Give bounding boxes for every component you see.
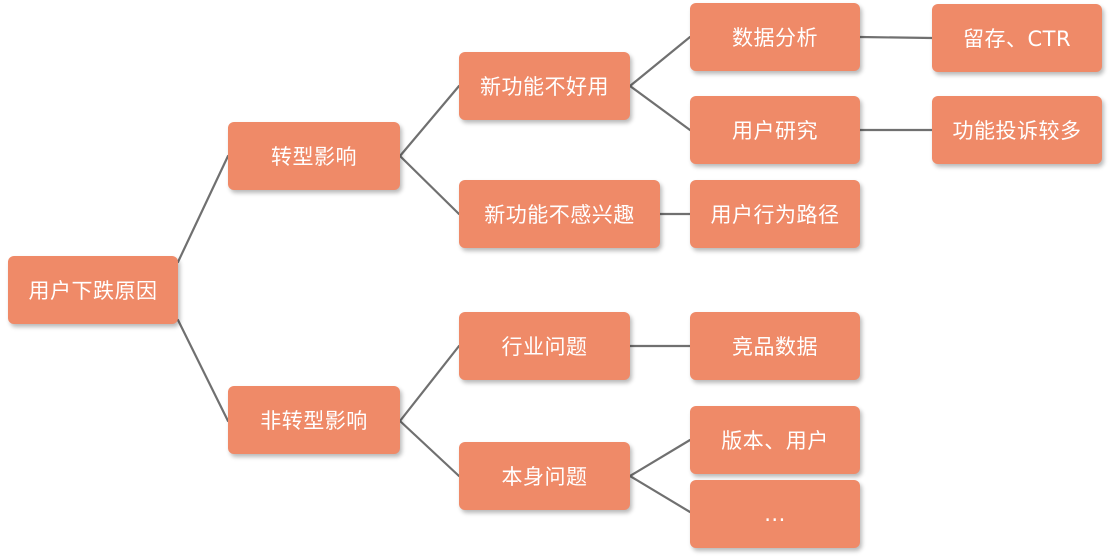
node-transform-impact[interactable]: 转型影响: [228, 122, 400, 190]
connector-feature-bad-to-data-analysis: [628, 35, 692, 88]
connector-own-issue-to-ellipsis: [628, 474, 692, 514]
node-root-user-decline-reasons[interactable]: 用户下跌原因: [8, 256, 178, 324]
node-new-feature-uninterested[interactable]: 新功能不感兴趣: [459, 180, 660, 248]
node-feature-complaints[interactable]: 功能投诉较多: [932, 96, 1102, 164]
connector-non-transform-to-industry: [398, 344, 461, 423]
connector-root-to-transform: [176, 154, 230, 264]
node-competitor-data[interactable]: 竞品数据: [690, 312, 860, 380]
connector-feature-bad-to-user-research: [628, 84, 692, 132]
connector-non-transform-to-own-issue: [398, 419, 461, 478]
connector-root-to-non-transform: [176, 318, 230, 423]
connector-data-analysis-to-retention: [858, 35, 934, 40]
node-retention-ctr[interactable]: 留存、CTR: [932, 4, 1102, 72]
node-industry-issue[interactable]: 行业问题: [459, 312, 630, 380]
connector-transform-to-feature-uninterested: [398, 154, 461, 216]
node-version-user[interactable]: 版本、用户: [690, 406, 860, 474]
node-ellipsis[interactable]: ...: [690, 480, 860, 548]
node-data-analysis[interactable]: 数据分析: [690, 3, 860, 71]
node-user-behavior-path[interactable]: 用户行为路径: [690, 180, 860, 248]
node-non-transform-impact[interactable]: 非转型影响: [228, 386, 400, 454]
node-user-research[interactable]: 用户研究: [690, 96, 860, 164]
connector-own-issue-to-version: [628, 438, 692, 478]
node-new-feature-bad[interactable]: 新功能不好用: [459, 52, 630, 120]
node-own-issue[interactable]: 本身问题: [459, 442, 630, 510]
connector-transform-to-feature-bad: [398, 84, 461, 158]
